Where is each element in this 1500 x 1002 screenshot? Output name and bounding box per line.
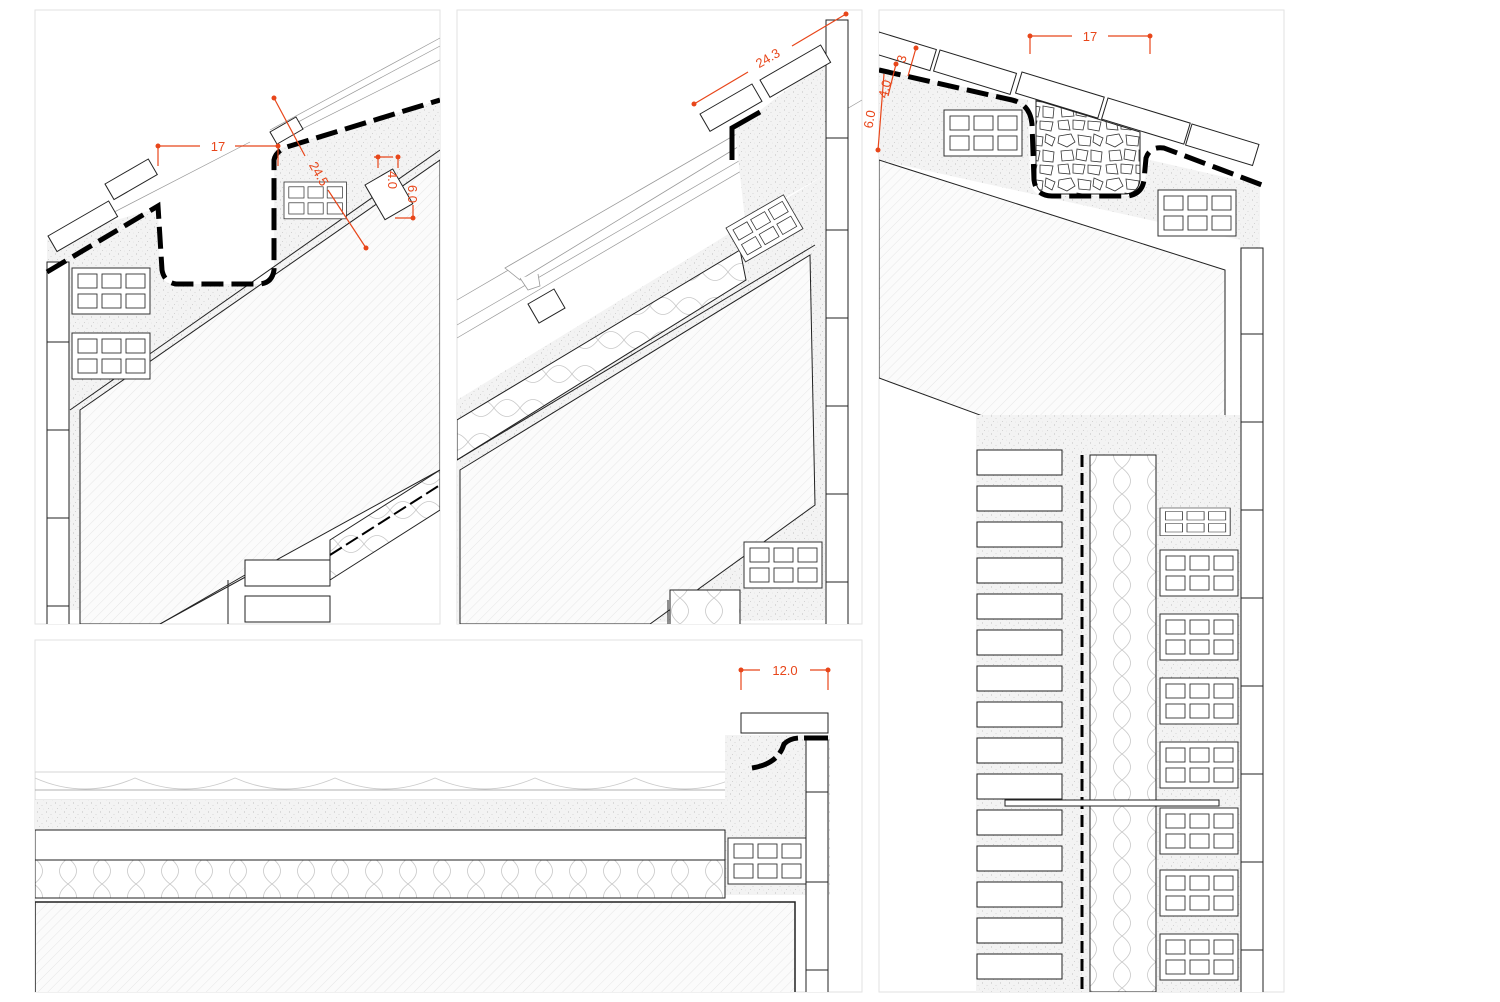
dimension-d-1: 12.0 xyxy=(772,663,797,678)
dimension-c-3: 4.0 xyxy=(875,78,894,99)
detail-panel-b: 24.3 xyxy=(456,9,863,625)
dimension-c-2: 3 xyxy=(893,53,909,64)
dimension-c-1: 17 xyxy=(1083,29,1097,44)
detail-panel-d: 12.0 xyxy=(34,639,863,993)
dimension-a-1: 17 xyxy=(211,139,225,154)
dimension-c-4: 6.0 xyxy=(861,109,879,129)
dimension-a-3: 4.0 xyxy=(385,171,400,189)
dimension-a-4: 6.0 xyxy=(405,185,420,203)
detail-panel-c: 17 3 4.0 6.0 xyxy=(861,9,1285,993)
detail-panel-a: 17 24.5 4.0 6.0 xyxy=(34,9,441,625)
